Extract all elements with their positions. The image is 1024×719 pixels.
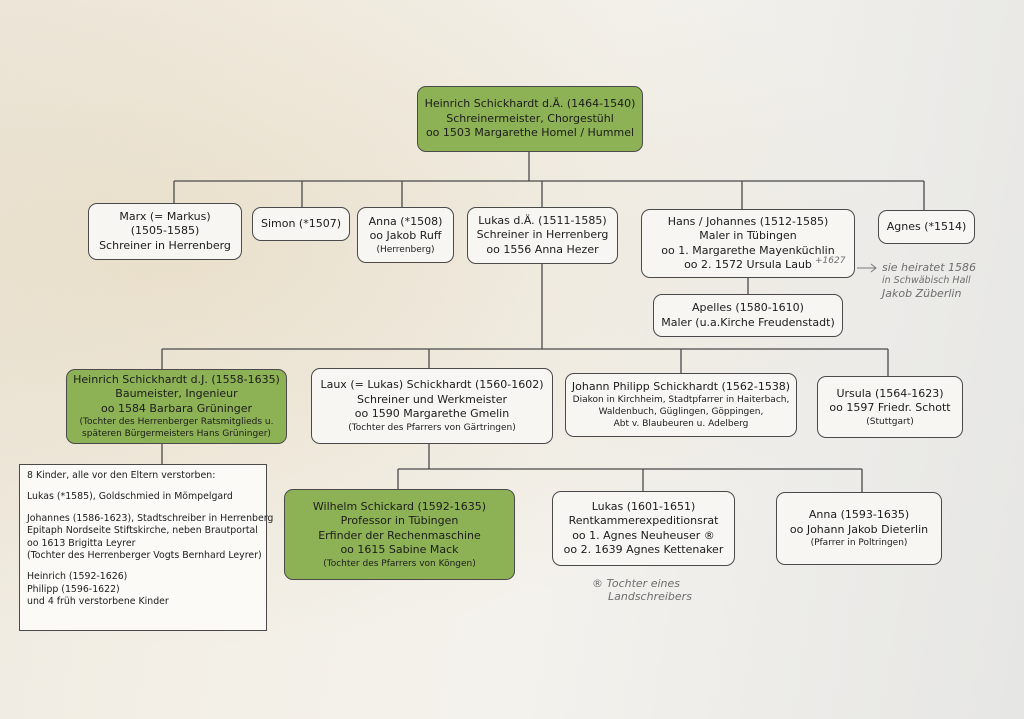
node-line: Diakon in Kirchheim, Stadtpfarrer in Hai…: [572, 395, 790, 406]
node-line: oo 1. Margarethe Mayenküchlin: [661, 243, 835, 257]
node-line: oo 2. 1639 Agnes Kettenaker: [563, 543, 724, 556]
node-line: Professor in Tübingen: [340, 514, 459, 527]
node-line: späteren Bürgermeisters Hans Grüninger): [82, 429, 271, 440]
node-line: Schreiner in Herrenberg: [99, 238, 231, 252]
child-heinrich: Heinrich (1592-1626): [27, 571, 128, 583]
node-line: oo 1556 Anna Hezer: [486, 242, 599, 256]
node-name: Hans / Johannes (1512-1585): [667, 214, 829, 228]
node-apelles: Apelles (1580-1610) Maler (u.a.Kirche Fr…: [653, 294, 843, 337]
children-heading: 8 Kinder, alle vor den Eltern verstorben…: [27, 470, 216, 481]
node-line: Abt v. Blaubeuren u. Adelberg: [613, 419, 749, 430]
node-heinrich-dj: Heinrich Schickhardt d.J. (1558-1635) Ba…: [66, 369, 287, 444]
node-line: Waldenbuch, Güglingen, Göppingen,: [598, 407, 764, 418]
node-lukas-1601: Lukas (1601-1651) Rentkammerexpeditionsr…: [552, 491, 735, 566]
node-line: (Tochter des Pfarrers von Gärtringen): [348, 422, 516, 433]
node-hans-johannes: Hans / Johannes (1512-1585) Maler in Tüb…: [641, 209, 855, 278]
node-agnes: Agnes (*1514): [878, 210, 975, 244]
node-anna-1508: Anna (*1508) oo Jakob Ruff (Herrenberg): [357, 207, 454, 263]
node-line: Baumeister, Ingenieur: [115, 387, 238, 401]
node-line: oo 2. 1572 Ursula Laub: [684, 258, 812, 271]
node-line: (Tochter des Herrenberger Ratsmitglieds …: [79, 417, 274, 428]
node-marx: Marx (= Markus) (1505-1585) Schreiner in…: [88, 203, 242, 260]
node-line: (Tochter des Pfarrers von Köngen): [323, 558, 476, 569]
node-line: Schreinermeister, Chorgestühl: [446, 111, 614, 125]
node-name: Lukas d.Ä. (1511-1585): [478, 213, 607, 227]
node-line: oo 1615 Sabine Mack: [340, 543, 459, 556]
node-wilhelm-schickard: Wilhelm Schickard (1592-1635) Professor …: [284, 489, 515, 580]
node-name: Heinrich Schickhardt d.J. (1558-1635): [73, 372, 280, 386]
node-line: oo 1590 Margarethe Gmelin: [354, 407, 510, 421]
child-philipp: Philipp (1596-1622): [27, 583, 120, 595]
node-line: (Pfarrer in Poltringen): [810, 538, 908, 548]
node-anna-1593: Anna (1593-1635) oo Johann Jakob Dieterl…: [776, 492, 942, 565]
node-line: oo Johann Jakob Dieterlin: [789, 522, 929, 536]
node-name: Agnes (*1514): [886, 219, 967, 233]
node-name: Ursula (1564-1623): [836, 386, 944, 400]
node-line: (1505-1585): [130, 224, 200, 238]
node-simon: Simon (*1507): [252, 207, 350, 241]
node-line: (Stuttgart): [866, 416, 914, 427]
node-name: Apelles (1580-1610): [692, 301, 804, 314]
node-line: oo 1503 Margarethe Homel / Hummel: [425, 126, 635, 140]
handwritten-death-year: +1627: [815, 256, 846, 266]
node-line: Schreiner und Werkmeister: [356, 392, 508, 406]
node-name: Marx (= Markus): [119, 209, 211, 223]
children-list-box: 8 Kinder, alle vor den Eltern verstorben…: [19, 464, 274, 631]
node-line: oo Jakob Ruff: [369, 229, 442, 242]
child-johannes-line: oo 1613 Brigitta Leyrer: [27, 537, 136, 549]
child-johannes-line: Epitaph Nordseite Stiftskirche, neben Br…: [27, 525, 258, 537]
node-line: (Herrenberg): [376, 244, 435, 255]
node-line: oo 1. Agnes Neuheuser ®: [572, 528, 715, 542]
node-name: Anna (*1508): [368, 214, 443, 228]
node-johann-philipp: Johann Philipp Schickhardt (1562-1538) D…: [565, 373, 797, 437]
node-name: Laux (= Lukas) Schickhardt (1560-1602): [320, 378, 544, 392]
node-line: oo 1584 Barbara Grüninger: [100, 401, 253, 415]
child-lukas: Lukas (*1585), Goldschmied in Mömpelgard: [27, 491, 233, 503]
note-line: Jakob Züberlin: [882, 287, 962, 300]
node-name: Lukas (1601-1651): [591, 499, 696, 513]
node-laux: Laux (= Lukas) Schickhardt (1560-1602) S…: [311, 368, 553, 444]
node-ursula: Ursula (1564-1623) oo 1597 Friedr. Schot…: [817, 376, 963, 438]
node-line: Rentkammerexpeditionsrat: [568, 514, 719, 527]
node-name: Anna (1593-1635): [808, 508, 910, 521]
handwritten-note-hans: sie heiratet 1586 in Schwäbisch Hall Jak…: [882, 261, 976, 300]
node-name: Simon (*1507): [260, 216, 342, 230]
node-line: Maler in Tübingen: [699, 229, 797, 242]
node-line: Erfinder der Rechenmaschine: [318, 528, 481, 542]
node-line: oo 1597 Friedr. Schott: [829, 401, 951, 414]
node-lukas-da: Lukas d.Ä. (1511-1585) Schreiner in Herr…: [467, 207, 618, 264]
node-name: Heinrich Schickhardt d.Ä. (1464-1540): [424, 97, 636, 111]
note-line: in Schwäbisch Hall: [882, 275, 971, 286]
note-line: ® Tochter eines: [592, 577, 680, 590]
handwritten-note-lukas: ® Tochter eines Landschreibers: [592, 577, 692, 603]
node-line: Schreiner in Herrenberg: [476, 228, 609, 242]
node-heinrich-da: Heinrich Schickhardt d.Ä. (1464-1540) Sc…: [417, 86, 643, 152]
note-line: sie heiratet 1586: [882, 261, 976, 274]
node-name: Johann Philipp Schickhardt (1562-1538): [571, 379, 791, 393]
child-johannes: Johannes (1586-1623), Stadtschreiber in …: [27, 512, 274, 524]
node-line: Maler (u.a.Kirche Freudenstadt): [661, 315, 835, 329]
note-line: Landschreibers: [608, 590, 692, 603]
child-johannes-line: (Tochter des Herrenberger Vogts Bernhard…: [27, 550, 262, 562]
note-arrow: [857, 263, 877, 273]
node-name: Wilhelm Schickard (1592-1635): [312, 499, 487, 513]
child-others: und 4 früh verstorbene Kinder: [27, 596, 169, 608]
